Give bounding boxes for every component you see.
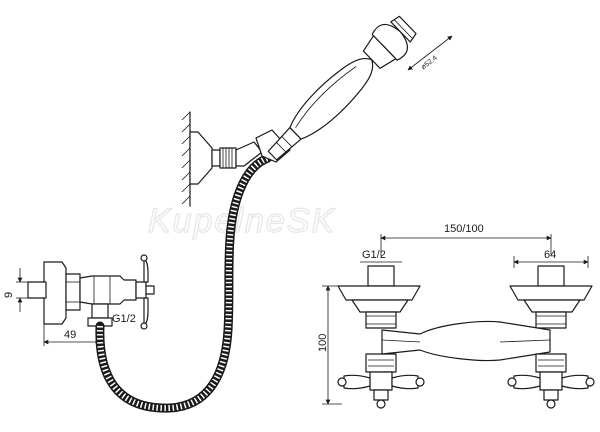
wall-inlet: [27, 281, 47, 299]
left-flange: [337, 285, 421, 301]
dim-depth: 49: [64, 329, 76, 341]
front-view: 150/100 64 G1/2: [317, 223, 595, 409]
right-cross-handle: [507, 371, 595, 409]
dim-height-side: 9: [3, 292, 15, 298]
head-diameter: ø52.4: [420, 55, 438, 72]
wall-flange: [43, 261, 67, 325]
dim-body-width: 64: [544, 249, 556, 261]
cross-handle-side: [135, 254, 155, 330]
mixer-body: [381, 320, 551, 362]
left-nut: [365, 311, 397, 329]
thread-label-front: G1/2: [362, 249, 386, 261]
right-flange: [509, 285, 593, 301]
dim-spacing: 150/100: [444, 223, 484, 235]
dim-height-front: 100: [317, 334, 329, 352]
valve-body: [79, 275, 137, 305]
right-nut: [535, 311, 567, 329]
holder-knurl: [219, 147, 237, 169]
side-view: 9 49 G1/2: [3, 254, 155, 346]
hand-shower: [267, 15, 417, 161]
thread-label-side: G1/2: [112, 313, 136, 325]
connector-nut: [65, 273, 81, 311]
shower-grip: [289, 57, 374, 140]
shower-hose: [95, 153, 273, 413]
bottom-outlet: [91, 303, 109, 319]
holder-flange: [189, 131, 213, 185]
watermark: KupelneSK: [148, 202, 336, 240]
left-cross-handle: [337, 371, 425, 409]
